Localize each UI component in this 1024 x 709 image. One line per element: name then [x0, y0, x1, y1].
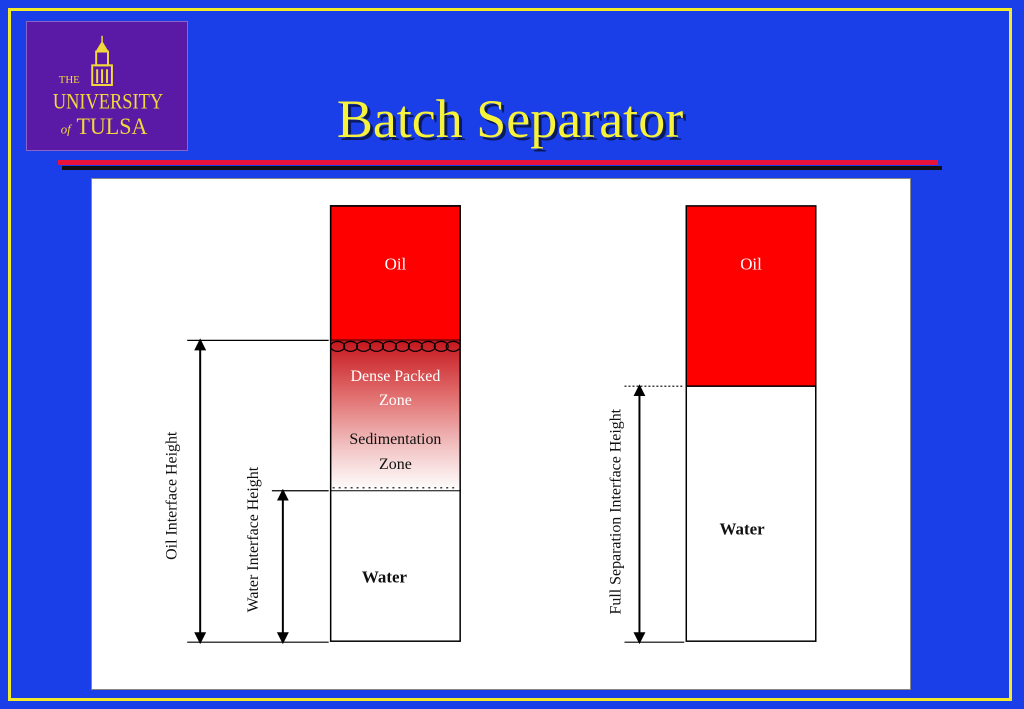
full-separation-height-label: Full Separation Interface Height — [608, 408, 625, 614]
left-water-label: Water — [362, 567, 408, 586]
tower-icon — [91, 35, 113, 87]
logo-the: THE — [59, 74, 80, 86]
left-water-layer — [330, 490, 461, 642]
slide-border — [8, 8, 1012, 701]
right-water-layer — [685, 385, 817, 642]
right-dimensions — [624, 384, 685, 645]
logo-tulsa: TULSA — [76, 114, 147, 140]
dense-packed-label-2: Zone — [379, 392, 412, 409]
oil-interface-height-label: Oil Interface Height — [163, 431, 180, 560]
right-column: Oil Water — [685, 205, 817, 642]
droplet-chain — [330, 340, 461, 352]
title-underline-black — [62, 166, 942, 170]
left-column-outline — [329, 205, 461, 642]
logo-graphic: THE UNIVERSITY of TULSA — [53, 35, 164, 140]
dense-packed-label-1: Dense Packed — [351, 368, 441, 385]
left-oil-label: Oil — [385, 255, 407, 274]
title-underline-red — [58, 160, 938, 165]
water-interface-height-label: Water Interface Height — [245, 466, 262, 612]
sedimentation-label-1: Sedimentation — [349, 431, 441, 448]
sedimentation-label-2: Zone — [379, 456, 412, 473]
left-column: Oil Dense Packed Zone Sedimentation Zone… — [329, 205, 461, 642]
right-water-label: Water — [720, 520, 766, 539]
diagram-panel: Oil Dense Packed Zone Sedimentation Zone… — [91, 178, 911, 690]
left-dense-sed-layer — [330, 340, 461, 491]
right-oil-label: Oil — [740, 255, 762, 274]
right-oil-layer — [685, 205, 817, 387]
left-dimensions — [187, 338, 329, 645]
university-logo: THE UNIVERSITY of TULSA — [26, 21, 188, 151]
batch-separator-diagram: Oil Dense Packed Zone Sedimentation Zone… — [163, 205, 817, 645]
logo-university: UNIVERSITY — [53, 90, 164, 114]
slide-title: Batch Separator — [336, 89, 684, 149]
logo-of: of — [61, 122, 73, 136]
